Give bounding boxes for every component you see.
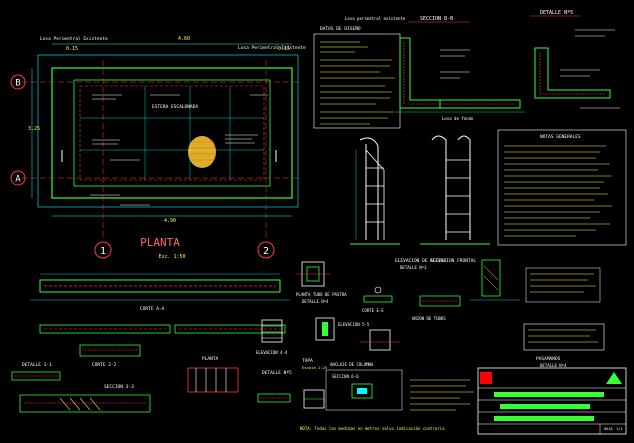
plan-outer-boundary [37, 54, 299, 208]
details-right-bands [525, 267, 601, 303]
design-data-box: DATOS DE DISEÑO [313, 25, 401, 129]
planta-b: PLANTA [187, 356, 239, 393]
title-block-triangle-icon [606, 372, 622, 384]
elevacion-5-5: ELEVACION 5-5 [315, 317, 370, 341]
dimension-top-left: 0.15 [66, 46, 78, 52]
corte-e-e: CORTE E-E [362, 286, 393, 313]
ladder-side-title: ELEVACION DE ACCESO [395, 258, 447, 264]
corte-2-2-title: CORTE 2-2 [92, 362, 117, 368]
grid-label-b: B [15, 79, 20, 89]
detalle-1-1: DETALLE 1-1 [11, 362, 61, 381]
plan-title: PLANTA [140, 236, 180, 249]
union-tubos: UNION DE TUBOS [412, 295, 461, 321]
detalle-d-title: DETALLE Nº4 [540, 363, 567, 368]
design-data-title: DATOS DE DISEÑO [320, 25, 361, 32]
footer-note: NOTA: Todas las medidas en metros salvo … [300, 426, 445, 431]
seccion-6-6: SECCION 6-6 [325, 369, 403, 411]
section-b-b-label-top: Losa perimetral existente [345, 16, 406, 21]
general-notes-title: NOTAS GENERALES [540, 134, 581, 140]
detail-a-title: DETALLE Nº5 [540, 10, 573, 16]
seccion-3-3: SECCION 3-3 [19, 384, 151, 413]
notes-bottom: NOTA: Todas las medidas en metros salvo … [300, 379, 474, 431]
planta-tubo: PLANTA TUBO DE PASTRA DETALLE Nº4 [296, 261, 347, 304]
slab-rebar-outline [79, 85, 265, 181]
grid-label-a: A [15, 175, 21, 185]
general-notes: NOTAS GENERALES [497, 129, 627, 246]
tapa-title: TAPA [302, 358, 313, 364]
grid-bubble-b [10, 74, 26, 90]
pasamanos-title: PASAMANOS [536, 356, 561, 362]
planta-tubo-title: PLANTA TUBO DE PASTRA [296, 292, 347, 297]
title-block-sheet: 1/1 [616, 427, 623, 431]
ladder-side-subtitle: DETALLE Nº3 [400, 265, 427, 270]
corte-2-2-strip [39, 324, 286, 334]
dimension-top-right: 0.15 [278, 46, 290, 52]
grid-bubble-a [10, 170, 26, 186]
elevacion-5-5-title: ELEVACION 5-5 [338, 322, 370, 327]
sump-hatch [188, 136, 216, 168]
cerramiento-detail [470, 259, 520, 301]
detalle-5-title: DETALLE Nº5 [262, 370, 292, 376]
detail-a: DETALLE Nº5 [530, 10, 620, 109]
detalle-1-1-title: DETALLE 1-1 [22, 362, 52, 368]
elevacion-4-4-title: ELEVACION 4-4 [256, 350, 288, 355]
dimension-top-mid: 4.60 [178, 36, 190, 42]
plan-center-label: ESTERA ESCALONADA [152, 104, 198, 110]
elevacion-4-4: ELEVACION 4-4 [256, 319, 288, 355]
corte-e-e-title: CORTE E-E [362, 308, 384, 313]
planta-b-title: PLANTA [202, 356, 219, 362]
plan-scale: Esc. 1:50 [158, 254, 185, 260]
plan-side-label-left: Losa Perimetral Existente [40, 36, 108, 42]
section-b-b-title: SECCION B-B [420, 16, 453, 22]
title-block-logo [480, 372, 492, 384]
sump-hatch-lines [189, 141, 215, 161]
ladder-side: ELEVACION DE ACCESO DETALLE Nº3 [350, 137, 447, 270]
section-b-b-label-bottom: Losa de fondo [442, 116, 474, 121]
plan-view: B A 1 2 0.15 4.60 0.15 3.25 4.90 Losa Pe… [10, 36, 306, 260]
detalle-5: DETALLE Nº5 [257, 370, 292, 403]
anclaje-columna-title: ANCLAJE DE COLUMNA [330, 362, 374, 367]
pasamanos: PASAMANOS DETALLE Nº4 [523, 323, 605, 368]
ladder-front: ELEVACION FRONTAL [420, 135, 490, 264]
grid-label-2: 2 [263, 246, 269, 257]
section-b-b: SECCION B-B Losa perimetral existente Lo… [345, 16, 525, 121]
dimension-bottom: 4.90 [164, 218, 176, 224]
detalle-4-title: DETALLE Nº4 [302, 299, 329, 304]
slab-inner-outline [73, 79, 271, 187]
title-block-label: HOJA [604, 427, 613, 431]
slab-outline [51, 67, 293, 199]
anclaje-columna: ANCLAJE DE COLUMNA [330, 329, 400, 367]
dimension-left: 3.25 [28, 126, 40, 132]
grid-bubble-1 [94, 241, 112, 259]
ladder-front-title: ELEVACION FRONTAL [430, 258, 476, 264]
plan-side-label-right: Losa Perimetral Existente [238, 45, 306, 51]
grid-label-1: 1 [100, 246, 106, 257]
grid-bubble-2 [257, 241, 275, 259]
tapa: TAPA Escala 1:25 [302, 358, 327, 409]
corte-2-2: CORTE 2-2 [79, 344, 141, 368]
seccion-6-6-title: SECCION 6-6 [332, 374, 359, 379]
plan-annotations [90, 94, 268, 206]
corte-a-a: CORTE A-A [30, 273, 290, 312]
seccion-3-3-title: SECCION 3-3 [104, 384, 134, 390]
title-block: HOJA 1/1 [477, 367, 627, 435]
union-tubos-title: UNION DE TUBOS [412, 316, 446, 321]
corte-a-a-title: CORTE A-A [140, 306, 165, 312]
tapa-scale: Escala 1:25 [302, 365, 327, 370]
